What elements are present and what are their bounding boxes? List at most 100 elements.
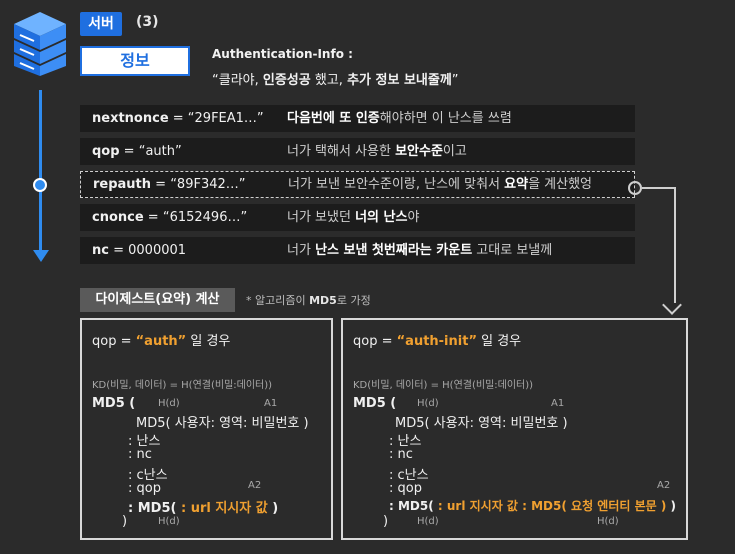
note-bold: MD5 (309, 294, 337, 307)
md5-line: : nc (128, 447, 152, 462)
field-row-repauth: repauth = “89F342…” 너가 보낸 보안수준이랑, 난스에 맞춰… (80, 171, 635, 198)
auth-info-quote: “클라야, 인증성공 했고, 추가 정보 보내줄께” (212, 69, 459, 88)
connector-arrow-icon (662, 295, 682, 315)
field-key: nc = 0000001 (92, 237, 186, 264)
hd-label: H(d) (158, 516, 180, 527)
desc-bold: 난스 보낸 첫번째라는 카운트 (315, 243, 473, 258)
desc-bold: 요약 (504, 177, 529, 192)
field-value: = “89F342…” (151, 177, 246, 192)
field-value: = “auth” (119, 144, 182, 159)
desc-text: 너가 보낸 보안수준이랑, 난스에 맞춰서 (288, 177, 505, 192)
server-stack-icon (14, 12, 66, 76)
field-name: nc (92, 243, 109, 258)
md5-close: ) (122, 514, 128, 529)
md5-line: : 난스 (389, 434, 422, 449)
md5-open-text: MD5 ( (92, 396, 136, 411)
md5-open-text: MD5 ( (353, 396, 397, 411)
quote-part: 했고, (310, 73, 348, 88)
md5-line-text: : MD5( (128, 501, 181, 516)
desc-text: 너가 택해서 사용한 (287, 144, 396, 159)
timeline-line (39, 90, 42, 252)
md5-line-text: ) (666, 499, 677, 513)
box-title: qop = “auth-init” 일 경우 (353, 330, 521, 349)
field-row-qop: qop = “auth” 너가 택해서 사용한 보안수준이고 (80, 138, 635, 165)
md5-line: : MD5( : url 지시자 값 ) (128, 497, 278, 516)
title-text: 일 경우 (477, 334, 522, 349)
md5-open: MD5 ( (92, 396, 135, 411)
field-description: 너가 난스 보낸 첫번째라는 카운트 고대로 보낼께 (287, 237, 552, 264)
md5-open: MD5 ( (353, 396, 396, 411)
desc-bold: 다음번에 또 인증 (287, 111, 380, 126)
md5-line: : c난스 (128, 468, 168, 483)
timeline-arrow-icon (33, 250, 49, 262)
quote-part: ” (451, 73, 459, 88)
desc-text: 고대로 보낼께 (472, 243, 553, 258)
title-qop: “auth-init” (396, 334, 477, 349)
hd-label: H(d) (597, 516, 619, 527)
desc-bold: 보안수준 (395, 144, 443, 159)
hd-label: H(d) (158, 398, 180, 409)
field-key: repauth = “89F342…” (93, 171, 246, 198)
field-description: 너가 보낸 보안수준이랑, 난스에 맞춰서 요약을 계산했엉 (288, 171, 592, 198)
field-value: = 0000001 (108, 243, 187, 258)
field-description: 다음번에 또 인증해야하면 이 난스를 쓰렴 (287, 105, 512, 132)
title-text: qop = (92, 334, 136, 349)
title-text: qop = (353, 334, 397, 349)
info-label-box: 정보 (80, 46, 190, 76)
md5-line: : MD5( : url 지시자 값 : MD5( 요청 엔터티 본문 ) ) (389, 497, 676, 514)
md5-line: : c난스 (389, 468, 429, 483)
desc-bold: 너의 난스 (355, 210, 408, 225)
timeline-dot (33, 178, 47, 192)
md5-close: ) (383, 514, 389, 529)
field-name: nextnonce (92, 111, 169, 126)
title-text: 일 경우 (186, 334, 231, 349)
md5-line: : qop (128, 481, 161, 496)
field-description: 너가 택해서 사용한 보안수준이고 (287, 138, 467, 165)
title-qop: “auth” (135, 334, 187, 349)
connector-circle-icon (628, 181, 642, 195)
desc-text: 야 (407, 210, 420, 225)
a2-label: A2 (248, 480, 262, 491)
note-text: 로 가정 (336, 294, 371, 307)
digest-badge: 다이제스트(요약) 계산 (80, 288, 235, 312)
server-count: (3) (136, 14, 159, 30)
server-badge: 서버 (80, 12, 122, 36)
digest-box-auth: qop = “auth” 일 경우 KD(비밀, 데이터) = H(연결(비밀:… (80, 318, 333, 540)
connector-line (642, 187, 676, 189)
md5-inner: MD5( 사용자: 영역: 비밀번호 ) (395, 416, 568, 431)
field-key: nextnonce = “29FEA1…” (92, 105, 264, 132)
field-description: 너가 보냈던 너의 난스야 (287, 204, 419, 231)
kd-formula: KD(비밀, 데이터) = H(연결(비밀:데이터)) (92, 380, 273, 391)
field-name: repauth (93, 177, 152, 192)
a1-label: A1 (551, 398, 565, 409)
field-key: cnonce = “6152496…” (92, 204, 247, 231)
quote-part: “클라야, (212, 73, 263, 88)
hd-label: H(d) (417, 516, 439, 527)
field-key: qop = “auth” (92, 138, 182, 165)
hd-label: H(d) (417, 398, 439, 409)
quote-bold: 추가 정보 보내줄께 (347, 73, 452, 88)
auth-info-title: Authentication-Info : (212, 47, 353, 61)
md5-line-text: ) (267, 501, 279, 516)
field-value: = “6152496…” (143, 210, 248, 225)
md5-line: : nc (389, 447, 413, 462)
a2-label: A2 (657, 480, 671, 491)
digest-note: * 알고리즘이 MD5로 가정 (246, 292, 371, 308)
md5-url-entity: : url 지시자 값 : MD5( 요청 엔터티 본문 ) (437, 499, 667, 513)
md5-line-text: : MD5( (389, 499, 438, 513)
desc-text: 너가 (287, 243, 316, 258)
md5-line: : qop (389, 481, 422, 496)
kd-formula: KD(비밀, 데이터) = H(연결(비밀:데이터)) (353, 380, 534, 391)
a1-label: A1 (264, 398, 278, 409)
desc-text: 을 계산했엉 (528, 177, 593, 192)
field-name: qop (92, 144, 120, 159)
desc-text: 너가 보냈던 (287, 210, 356, 225)
md5-line: : 난스 (128, 434, 161, 449)
md5-url: : url 지시자 값 (180, 501, 268, 516)
field-value: = “29FEA1…” (168, 111, 264, 126)
desc-text: 해야하면 이 난스를 쓰렴 (379, 111, 512, 126)
box-title: qop = “auth” 일 경우 (92, 330, 230, 349)
md5-inner: MD5( 사용자: 영역: 비밀번호 ) (136, 416, 309, 431)
field-row-nc: nc = 0000001 너가 난스 보낸 첫번째라는 카운트 고대로 보낼께 (80, 237, 635, 264)
desc-text: 이고 (442, 144, 467, 159)
